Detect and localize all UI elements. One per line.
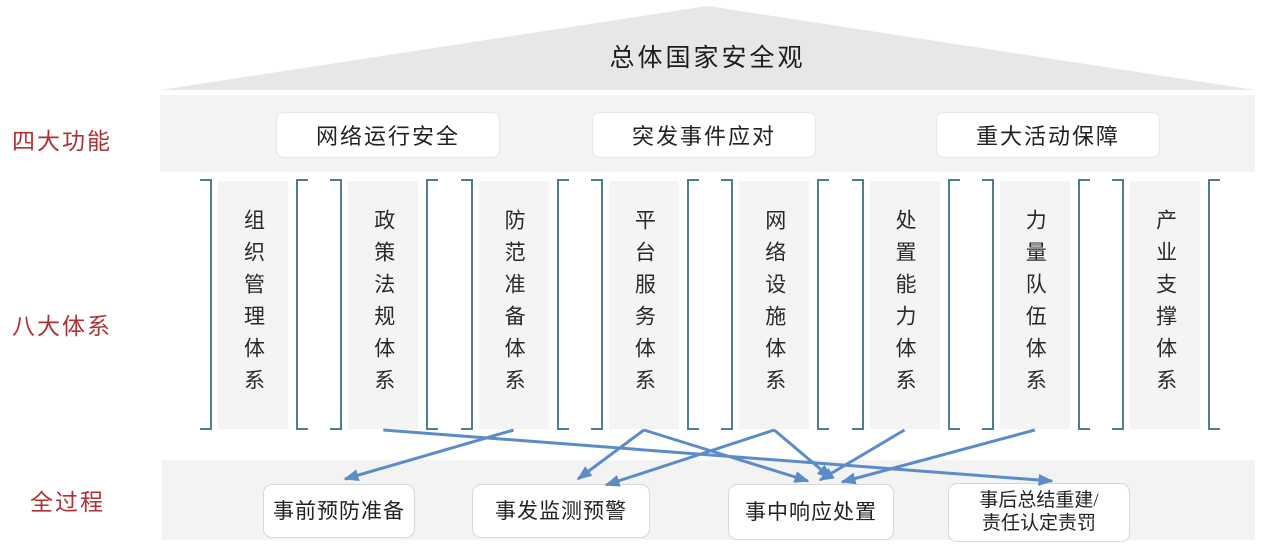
- function-box: 网络运行安全: [276, 112, 500, 158]
- process-box-line: 事中响应处置: [745, 499, 877, 524]
- row-label-systems: 八大体系: [12, 314, 112, 339]
- row-label-process: 全过程: [30, 490, 105, 515]
- system-column: 网络设施体系: [739, 181, 810, 429]
- process-box: 事后总结重建/责任认定责罚: [948, 483, 1130, 542]
- pillar-bracket-open: [556, 179, 569, 430]
- pillar-bracket-close: [1112, 179, 1125, 430]
- system-column-label: 处置能力体系: [893, 209, 917, 401]
- system-column: 产业支撑体系: [1130, 181, 1201, 429]
- system-column-label: 产业支撑体系: [1153, 209, 1178, 401]
- pillar-bracket-open: [426, 179, 439, 430]
- system-column-label: 平台服务体系: [632, 209, 657, 401]
- system-column-label: 网络设施体系: [762, 209, 787, 401]
- pillar-bracket-close: [981, 179, 994, 430]
- system-column: 平台服务体系: [608, 181, 679, 429]
- pillar-bracket-close: [330, 179, 343, 430]
- pillar-bracket-open: [817, 179, 830, 430]
- system-column: 处置能力体系: [869, 181, 940, 429]
- pillar-bracket-close: [460, 179, 473, 430]
- system-column-label: 组织管理体系: [241, 209, 266, 401]
- process-box-line: 事后总结重建/: [979, 490, 1099, 512]
- system-column: 组织管理体系: [218, 181, 288, 429]
- function-box: 突发事件应对: [592, 112, 816, 158]
- system-column-label: 力量队伍体系: [1023, 209, 1048, 401]
- pillar-bracket-close: [200, 179, 212, 430]
- pillar-bracket-close: [851, 179, 864, 430]
- system-column: 防范准备体系: [478, 181, 549, 429]
- system-column-label: 政策法规体系: [371, 209, 396, 401]
- process-box: 事发监测预警: [472, 484, 650, 538]
- function-box: 重大活动保障: [936, 112, 1160, 158]
- pillar-bracket-open: [1077, 179, 1090, 430]
- pillar-bracket-close: [590, 179, 603, 430]
- system-column: 力量队伍体系: [999, 181, 1070, 429]
- pillar-bracket-open: [1208, 179, 1221, 430]
- pillar-bracket-open: [296, 179, 308, 430]
- process-box: 事前预防准备: [263, 484, 415, 538]
- pillar-bracket-open: [947, 179, 960, 430]
- row-label-functions: 四大功能: [12, 129, 112, 154]
- pillar-bracket-close: [721, 179, 734, 430]
- process-box-line: 责任认定责罚: [981, 512, 1096, 534]
- pillar-bracket-open: [686, 179, 699, 430]
- process-box: 事中响应处置: [728, 484, 894, 540]
- diagram-title: 总体国家安全观: [609, 45, 806, 72]
- process-box-line: 事发监测预警: [495, 498, 627, 523]
- system-column-label: 防范准备体系: [502, 209, 527, 401]
- process-box-line: 事前预防准备: [273, 498, 405, 523]
- system-column: 政策法规体系: [348, 181, 419, 429]
